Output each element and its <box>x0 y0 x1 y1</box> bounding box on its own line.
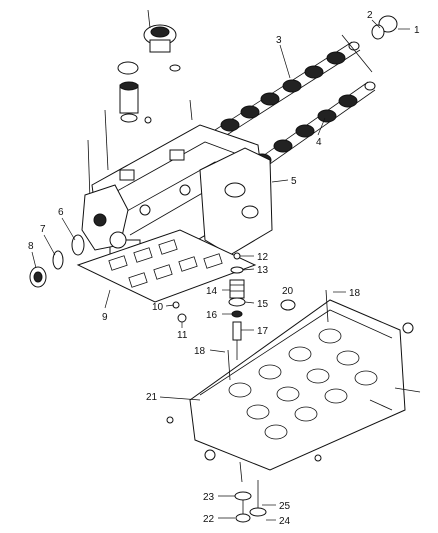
callout-23: 23 <box>203 492 215 503</box>
cylinder-head <box>189 299 406 483</box>
front-seals <box>29 234 85 288</box>
head-gasket <box>76 229 257 303</box>
callout-12: 12 <box>257 252 269 263</box>
callout-13: 13 <box>257 265 269 276</box>
small-bolt <box>177 313 187 323</box>
camshaft-bracket-line <box>341 34 373 73</box>
callout-25: 25 <box>279 501 291 512</box>
head-cover-assembly <box>91 124 273 263</box>
callout-18-upper: 18 <box>349 288 361 299</box>
valve-train-stack <box>228 252 246 360</box>
callout-8: 8 <box>28 241 34 252</box>
callout-2: 2 <box>367 10 373 21</box>
seal-ring-top <box>169 64 181 72</box>
head-bolts <box>166 289 421 424</box>
callout-4: 4 <box>316 137 322 148</box>
rear-seal <box>371 15 398 40</box>
callout-21: 21 <box>146 392 158 403</box>
sensor-housing <box>143 9 177 53</box>
callout-11: 11 <box>177 330 188 341</box>
camshaft-lower <box>249 81 376 174</box>
callout-3: 3 <box>276 35 282 46</box>
bolts-top <box>87 99 193 201</box>
callout-15: 15 <box>257 299 269 310</box>
callout-6: 6 <box>58 207 64 218</box>
sensor-mount <box>117 61 139 123</box>
callout-5: 5 <box>291 176 297 187</box>
callout-14: 14 <box>206 286 218 297</box>
callout-16: 16 <box>206 310 218 321</box>
callout-9: 9 <box>102 312 108 323</box>
callout-7: 7 <box>40 224 46 235</box>
callout-labels: 1 2 3 4 5 6 7 8 9 10 11 12 13 14 15 16 1… <box>28 10 420 527</box>
callout-17: 17 <box>257 326 269 337</box>
callout-10: 10 <box>152 302 164 313</box>
callout-1: 1 <box>414 25 420 36</box>
callout-24: 24 <box>279 516 291 527</box>
plug-cap <box>280 299 296 311</box>
leader-lines <box>31 19 410 521</box>
camshaft-upper <box>214 41 361 139</box>
callout-20: 20 <box>282 286 294 297</box>
valves <box>234 480 267 523</box>
callout-22: 22 <box>203 514 215 525</box>
front-housing <box>81 184 129 251</box>
callout-18-lower: 18 <box>194 346 206 357</box>
